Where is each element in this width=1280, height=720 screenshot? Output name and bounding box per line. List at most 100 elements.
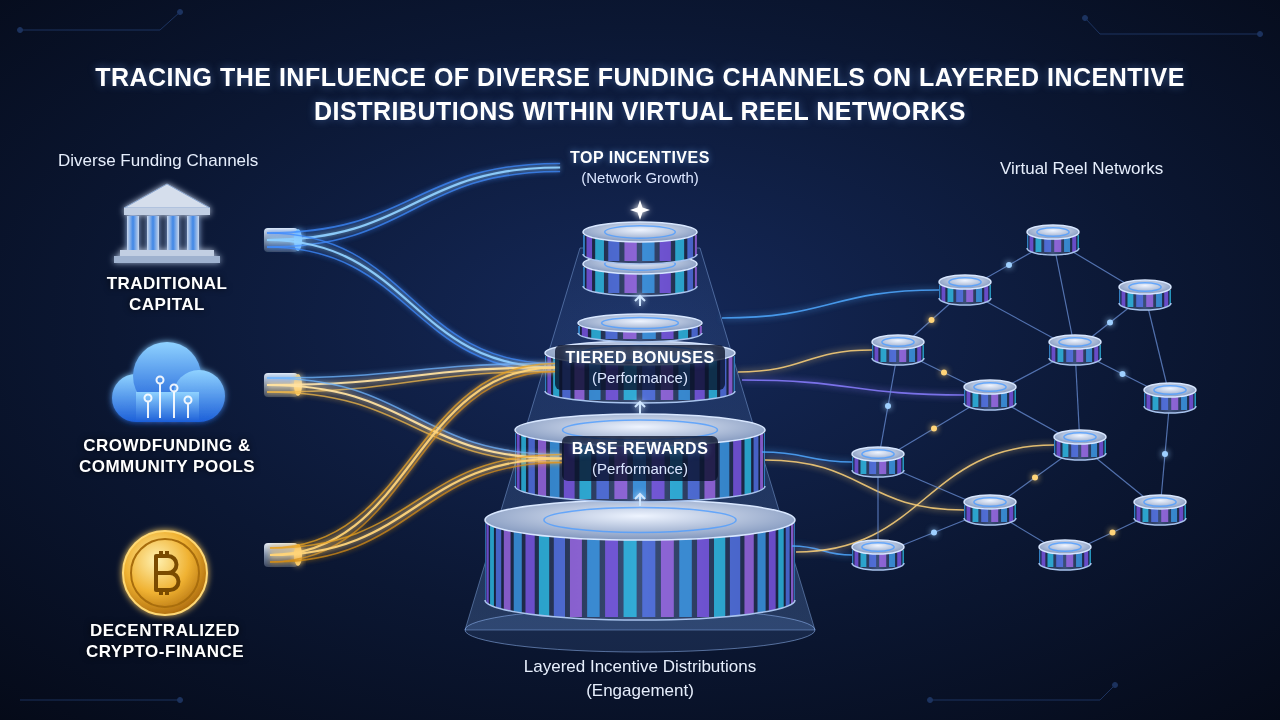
reel-cylinder bbox=[1029, 235, 1033, 252]
reel-cylinder bbox=[964, 403, 1016, 410]
incentive-cone bbox=[465, 248, 815, 630]
source-label: DECENTRALIZED CRYPTO-FINANCE bbox=[65, 620, 265, 662]
pyramid-caption: Layered Incentive Distributions (Engagem… bbox=[495, 655, 785, 703]
reel-cylinder bbox=[1119, 303, 1171, 310]
title-block: TRACING THE INFLUENCE OF DIVERSE FUNDING… bbox=[40, 60, 1240, 128]
reel-cylinder bbox=[1039, 563, 1091, 570]
tier-heading: BASE REWARDS bbox=[572, 439, 709, 459]
icon-space bbox=[67, 178, 267, 273]
reel-cylinder bbox=[700, 326, 702, 339]
reel-cylinder bbox=[514, 523, 522, 617]
reel-cylinder bbox=[974, 383, 1006, 392]
reel-cylinder bbox=[984, 285, 988, 302]
reel-cylinder bbox=[852, 470, 904, 477]
circuit-trace bbox=[1258, 32, 1263, 37]
reel-cylinder bbox=[485, 600, 795, 620]
reel-cylinder bbox=[852, 540, 904, 570]
network-dot bbox=[885, 403, 891, 409]
funding-stream bbox=[267, 233, 555, 372]
reel-cylinder bbox=[1056, 440, 1060, 457]
reel-cylinder bbox=[1009, 390, 1013, 407]
reel-cylinder bbox=[897, 550, 901, 567]
coin-icon bbox=[131, 539, 199, 607]
reel-cylinder bbox=[964, 518, 1016, 525]
reel-cylinder bbox=[1049, 335, 1101, 349]
diagram-title: TRACING THE INFLUENCE OF DIVERSE FUNDING… bbox=[40, 60, 1240, 128]
cloud-icon bbox=[159, 384, 161, 418]
reel-cylinder bbox=[1119, 280, 1171, 294]
funding-stream bbox=[267, 164, 560, 248]
reel-cylinder bbox=[545, 341, 735, 403]
tier-subtitle: (Performance) bbox=[565, 368, 714, 387]
bank-icon bbox=[124, 184, 210, 208]
reel-cylinder bbox=[1094, 345, 1098, 362]
coin-icon bbox=[123, 531, 207, 615]
reel-cylinder bbox=[733, 433, 741, 499]
reel-cylinder bbox=[862, 543, 894, 552]
stream-strand bbox=[270, 463, 562, 563]
reel-cylinder bbox=[1121, 290, 1125, 307]
reel-cylinder bbox=[1049, 358, 1101, 365]
reel-cylinder bbox=[1041, 550, 1045, 567]
reel-cylinder bbox=[964, 380, 1016, 410]
reel-cylinder bbox=[852, 563, 904, 570]
incentive-pyramid: Layered Incentive Distributions (Engagem… bbox=[455, 140, 825, 712]
circuit-trace bbox=[18, 28, 23, 33]
tier-reels bbox=[485, 222, 795, 620]
reel-cylinder bbox=[917, 345, 921, 362]
reel-network bbox=[852, 225, 1196, 570]
tier-heading: TIERED BONUSES bbox=[565, 348, 714, 368]
reel-cylinder bbox=[1059, 338, 1091, 347]
reel-cylinder bbox=[1049, 543, 1081, 552]
network-dot bbox=[931, 426, 937, 432]
reel-cylinder bbox=[872, 335, 924, 365]
network-dot bbox=[1006, 262, 1012, 268]
reel-cylinder bbox=[687, 235, 693, 261]
reel-cylinder bbox=[586, 235, 592, 261]
reel-cylinder bbox=[1051, 345, 1055, 362]
reel-cylinder bbox=[1064, 433, 1096, 442]
bank-icon bbox=[187, 216, 199, 250]
reel-cylinder bbox=[1144, 498, 1176, 507]
reel-cylinder bbox=[1134, 518, 1186, 525]
network-flow bbox=[722, 290, 939, 318]
reel-cylinder bbox=[1037, 228, 1069, 237]
network-flow bbox=[742, 380, 964, 395]
bank-icon bbox=[120, 250, 214, 256]
reel-cylinder bbox=[786, 523, 790, 617]
reel-cylinder bbox=[544, 508, 736, 533]
source-label: CROWDFUNDING & COMMUNITY POOLS bbox=[72, 435, 262, 477]
reel-cylinder bbox=[964, 380, 1016, 394]
reel-cylinder bbox=[939, 275, 991, 305]
reel-cylinder bbox=[583, 254, 697, 264]
cloud-icon bbox=[171, 385, 178, 392]
network-flow bbox=[722, 290, 1054, 555]
reel-cylinder bbox=[539, 523, 549, 617]
reel-cylinder bbox=[1129, 283, 1161, 292]
tier-arrow bbox=[635, 402, 645, 414]
coin-icon bbox=[156, 551, 179, 595]
reel-cylinder bbox=[538, 433, 546, 499]
reel-cylinder bbox=[966, 390, 970, 407]
reel-cylinder bbox=[1146, 393, 1150, 410]
stream-strand bbox=[267, 240, 555, 368]
reel-cylinder bbox=[897, 457, 901, 474]
reel-cylinder bbox=[1027, 225, 1079, 255]
reel-cylinder bbox=[769, 523, 776, 617]
network-dot bbox=[1032, 475, 1038, 481]
reel-cylinder bbox=[745, 433, 752, 499]
cloud-icon bbox=[136, 392, 199, 422]
reel-cylinder bbox=[550, 433, 560, 499]
reel-cylinder bbox=[496, 523, 501, 617]
reel-cylinder bbox=[515, 433, 765, 499]
reel-cylinder bbox=[852, 447, 904, 461]
reel-cylinder bbox=[485, 500, 795, 620]
circuit-trace bbox=[1085, 18, 1100, 34]
funding-source: TRADITIONAL CAPITAL bbox=[67, 178, 267, 315]
reel-cylinder bbox=[854, 457, 858, 474]
circuit-trace bbox=[18, 10, 1263, 703]
circuit-trace bbox=[1100, 685, 1115, 700]
cloud-icon bbox=[187, 404, 189, 418]
funding-stream bbox=[270, 455, 562, 563]
incentive-tier: TIERED BONUSES(Performance) bbox=[555, 345, 724, 390]
